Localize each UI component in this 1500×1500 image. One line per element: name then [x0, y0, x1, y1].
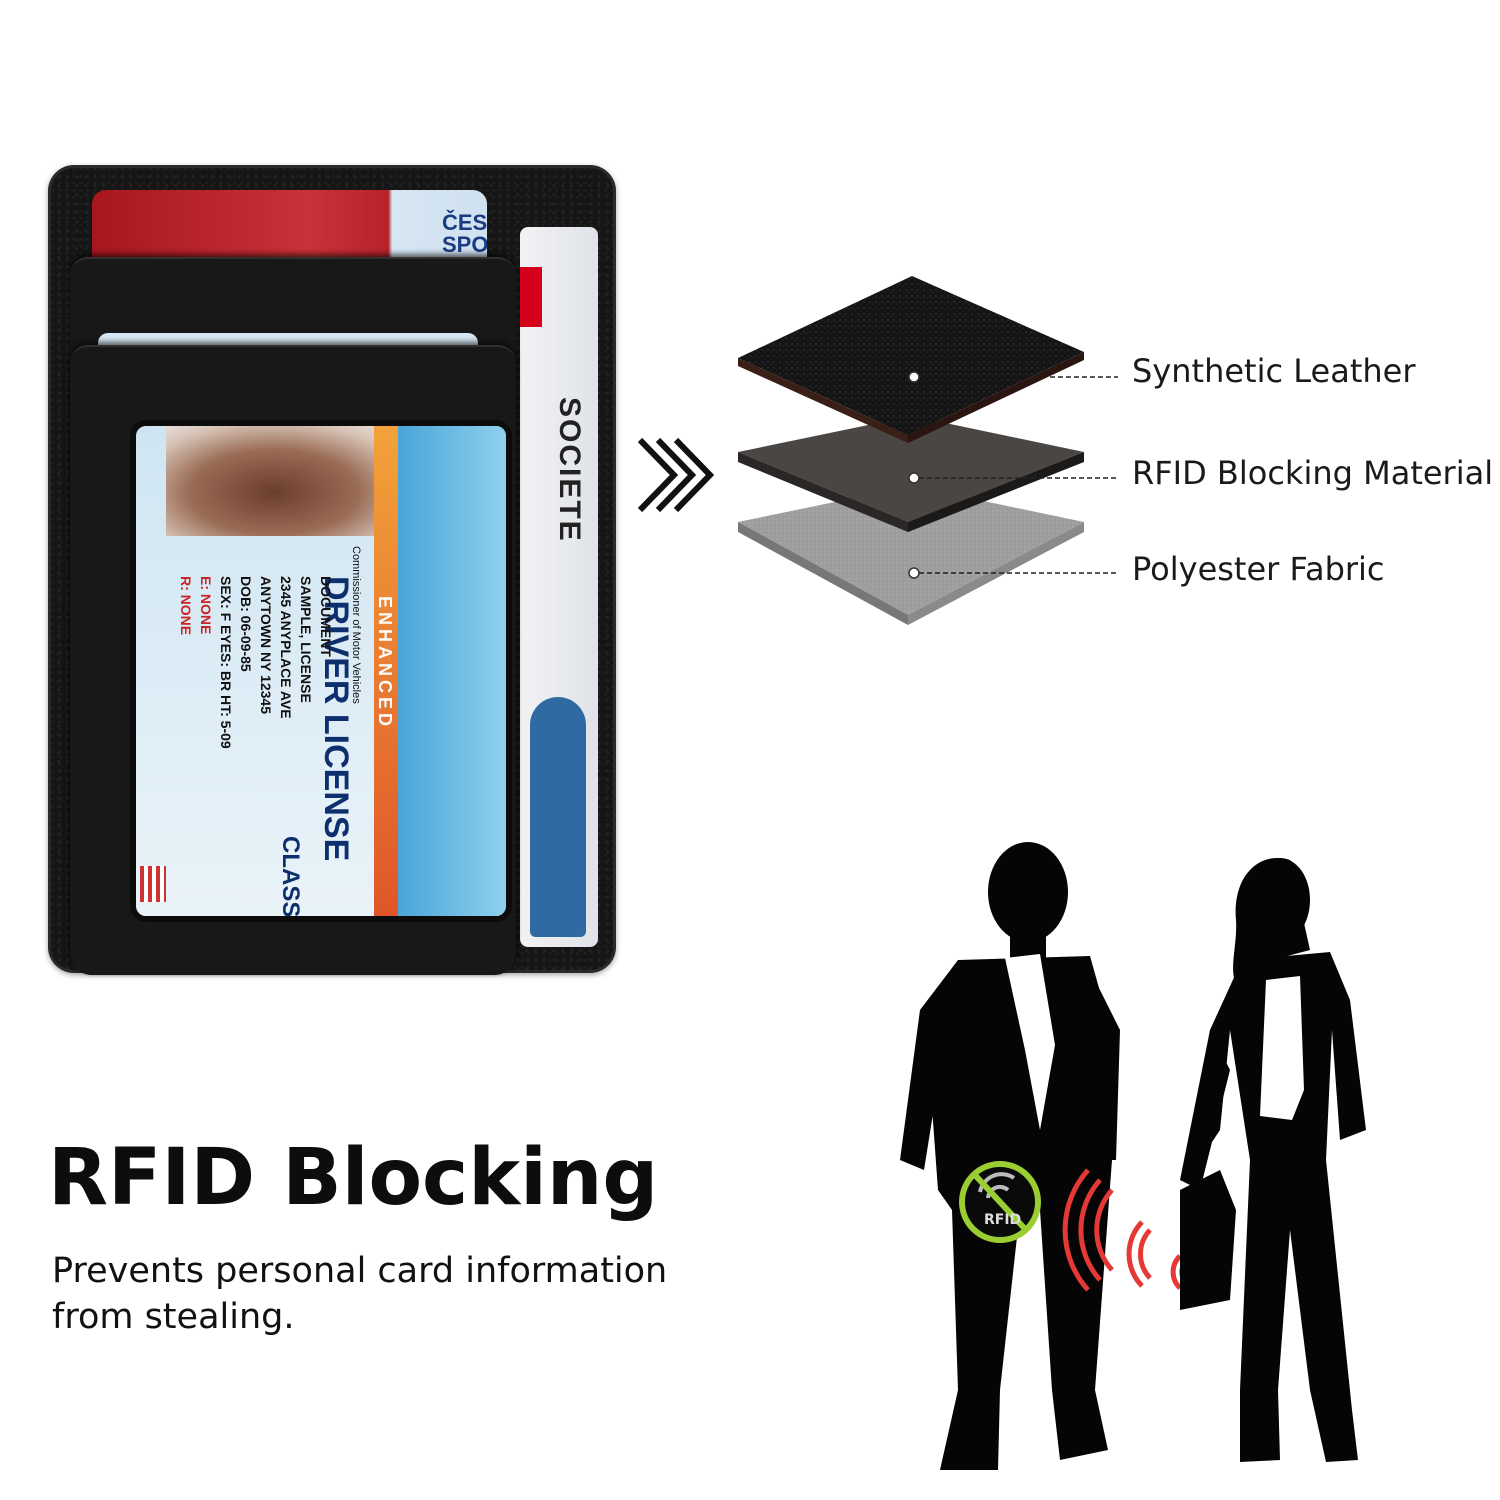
wireless-signal-icon — [1062, 1168, 1188, 1292]
layer-label-rfid: RFID Blocking Material — [1132, 454, 1494, 492]
license-class: CLASS D — [277, 836, 304, 922]
license-band — [374, 426, 398, 916]
layer-label-leather: Synthetic Leather — [1132, 352, 1416, 390]
top-card-label: ČES SPO — [442, 210, 487, 257]
rfid-blocked-icon — [959, 1161, 1041, 1243]
side-card-figure — [530, 697, 586, 937]
rfid-badge-text: RFID — [984, 1212, 1021, 1228]
man-silhouette — [900, 842, 1120, 1470]
rfid-scene-illustration: RFID — [900, 842, 1366, 1470]
material-layers — [738, 276, 1084, 625]
license-line: DOCUMENT — [318, 576, 334, 657]
license-line: SEX: F EYES: BR HT: 5-09 — [218, 576, 234, 749]
blouse — [1260, 976, 1304, 1120]
shirt — [1005, 954, 1055, 1130]
flag-icon — [140, 866, 166, 902]
wallet-illustration: SOCIETE ČES SPO DRIVER LICENSE ENHANCED … — [48, 165, 616, 975]
layer-callouts — [908, 371, 1118, 579]
license-line: R: NONE — [178, 576, 194, 636]
page-subtitle: Prevents personal card information from … — [52, 1251, 668, 1337]
license-line: E: NONE — [198, 576, 214, 635]
layer-rfid — [738, 416, 1084, 532]
license-line: DOB: 06-09-85 — [238, 576, 254, 672]
layer-label-polyester: Polyester Fabric — [1132, 550, 1385, 588]
woman-silhouette — [1180, 857, 1366, 1462]
license-details: DOCUMENT SAMPLE, LICENSE 2345 ANYPLACE A… — [176, 576, 336, 749]
page-title: RFID Blocking — [48, 1133, 659, 1223]
side-card-text: SOCIETE — [553, 397, 586, 543]
license-line: ANYTOWN NY 12345 — [258, 576, 274, 714]
callout-dot — [908, 371, 920, 383]
callout-dot — [908, 567, 920, 579]
layer-leather — [738, 276, 1084, 443]
license-photo — [166, 426, 406, 536]
side-card: SOCIETE — [520, 227, 598, 947]
license-issuer: Commissioner of Motor Vehicles — [350, 546, 362, 704]
license-title: DRIVER LICENSE — [317, 576, 355, 862]
chevron-right-triple-icon — [637, 437, 715, 513]
id-window: DRIVER LICENSE ENHANCED CLASS D Commissi… — [130, 420, 512, 922]
license-line: 2345 ANYPLACE AVE — [278, 576, 294, 719]
license-background — [398, 426, 506, 916]
license-enhanced: ENHANCED — [375, 596, 395, 731]
license-line: SAMPLE, LICENSE — [298, 576, 314, 703]
callout-dot — [908, 472, 920, 484]
side-card-logo — [520, 267, 542, 327]
